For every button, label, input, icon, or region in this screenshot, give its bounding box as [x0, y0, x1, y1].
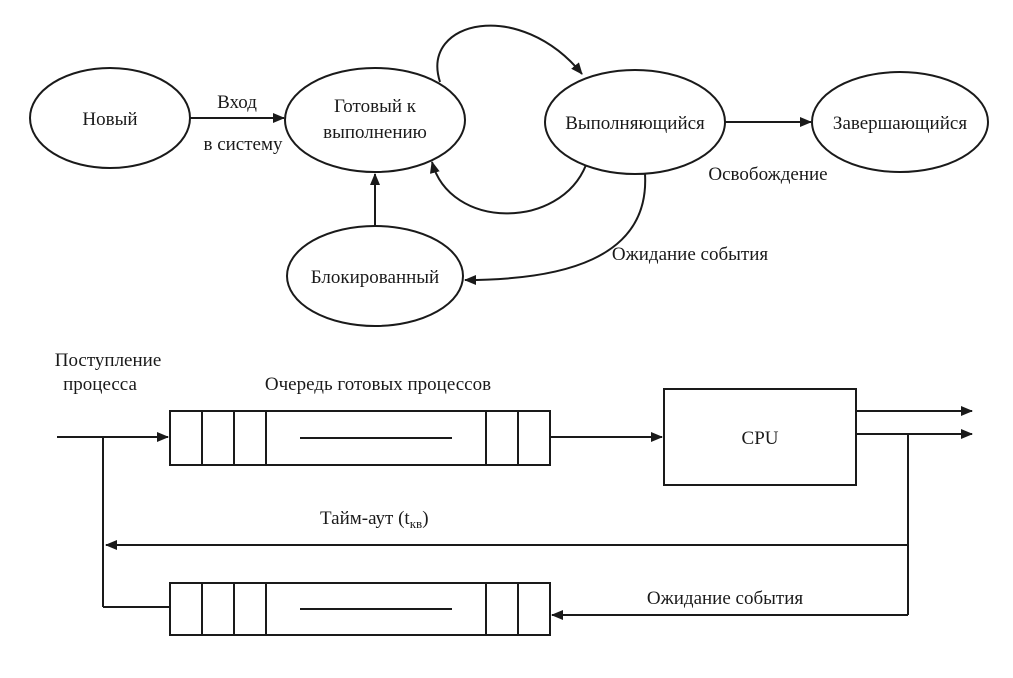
preempt-arrow — [429, 161, 587, 215]
cpu-label: CPU — [742, 428, 779, 449]
ready-queue-box — [169, 410, 551, 466]
state-new: Новый — [29, 67, 191, 169]
wait-event-arrow — [464, 173, 647, 285]
state-terminating: Завершающийся — [811, 71, 989, 173]
state-new-label: Новый — [82, 109, 137, 130]
state-terminating-label: Завершающийся — [833, 113, 967, 134]
admit-label-line2: в систему — [203, 134, 283, 155]
cpu-box: CPU — [663, 388, 857, 486]
state-running-label: Выполняющийся — [565, 113, 705, 134]
state-ready-label-line1: Готовый к — [334, 96, 417, 117]
arrival-label-line1: Поступление — [55, 350, 162, 371]
admit-label-line1: Вход — [217, 92, 257, 113]
state-ready: Готовый к выполнению — [284, 67, 466, 173]
state-blocked-label: Блокированный — [311, 267, 439, 288]
timeout-label: Тайм-аут (tкв) — [320, 508, 429, 531]
dispatch-arrow — [436, 24, 583, 83]
wait-event-queue-label: Ожидание события — [647, 588, 803, 609]
wait-event-label: Ожидание события — [612, 244, 768, 265]
state-blocked: Блокированный — [286, 225, 464, 327]
arrival-label-line2: процесса — [63, 374, 137, 395]
blocked-queue-box — [169, 582, 551, 636]
state-ready-label-line2: выполнению — [323, 122, 427, 143]
release-label: Освобождение — [708, 164, 827, 185]
state-running: Выполняющийся — [544, 69, 726, 175]
ready-queue-label: Очередь готовых процессов — [265, 374, 491, 395]
